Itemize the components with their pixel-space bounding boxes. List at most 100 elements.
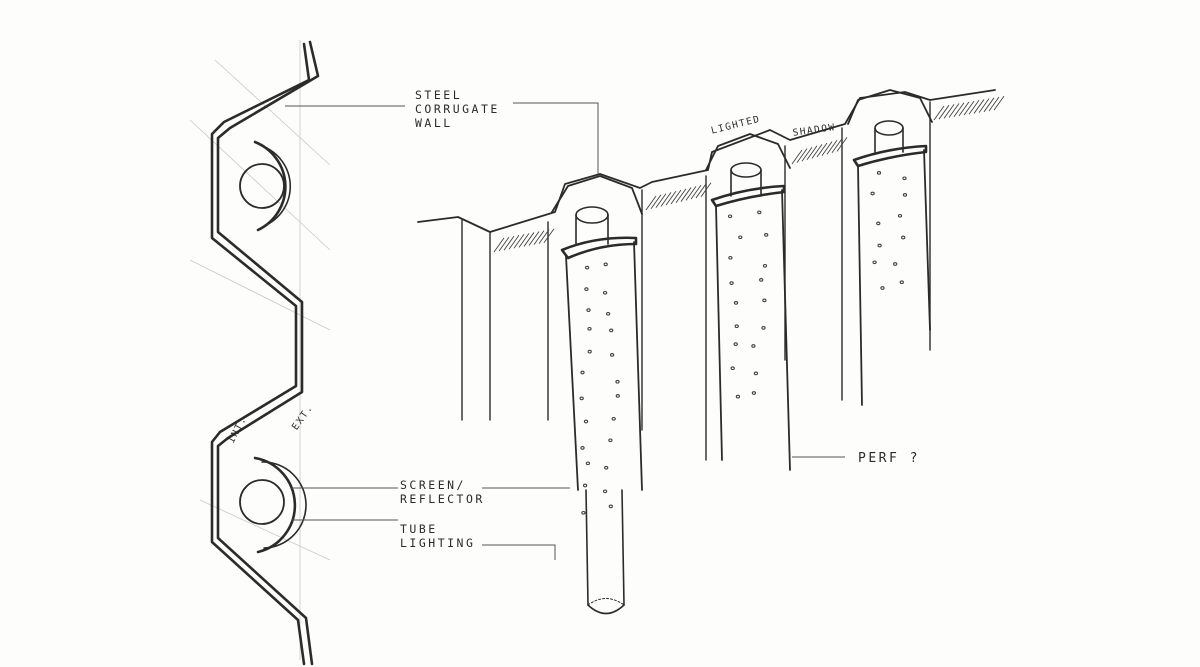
hatch-stroke	[680, 187, 692, 202]
hatch-stroke	[988, 96, 1000, 112]
column-front	[551, 175, 643, 615]
hatch-stroke	[963, 100, 975, 116]
label-tube-line1: TUBE	[400, 522, 438, 536]
label-screen-line1: SCREEN/	[400, 478, 466, 492]
construction-guides	[189, 40, 331, 660]
hatch-stroke	[538, 229, 550, 244]
hatch-stroke	[791, 149, 803, 165]
hatch-stroke	[811, 144, 823, 159]
label-perf: PERF ?	[858, 451, 920, 466]
label-tube-line2: LIGHTING	[400, 536, 476, 550]
hatch-stroke	[836, 137, 848, 152]
perforation-dot	[583, 419, 589, 424]
perforation-dot	[901, 235, 906, 240]
hatch-stroke	[831, 138, 843, 154]
hatch-stroke	[806, 145, 818, 161]
hatch-stroke	[695, 183, 707, 199]
perforation-dot	[893, 262, 898, 266]
hatch-stroke	[700, 182, 712, 197]
hatch-stroke	[685, 186, 697, 201]
hatch-stroke	[993, 95, 1005, 111]
label-screen-line2: REFLECTOR	[400, 492, 485, 506]
plan-tube-lower	[239, 456, 307, 554]
leader-lines	[285, 102, 845, 560]
hatch-stroke	[983, 97, 995, 113]
hatch-stroke	[821, 141, 833, 156]
hatch-stroke	[953, 102, 965, 117]
label-steel-line1: STEEL	[415, 88, 463, 102]
perforation-dot	[761, 326, 766, 330]
hatch-stroke	[498, 236, 510, 252]
perforation-dot	[728, 255, 733, 260]
perforation-dot	[753, 371, 759, 376]
hatch-stroke	[978, 98, 990, 113]
perforation-dot	[602, 489, 608, 494]
label-steel-corrugate-wall: STEEL CORRUGATE WALL	[415, 88, 500, 130]
perforation-dot	[902, 176, 907, 181]
perforations	[579, 171, 908, 515]
perforation-dot	[603, 262, 608, 267]
hatch-stroke	[528, 231, 540, 246]
perforation-dot	[751, 344, 756, 348]
hatch-stroke	[508, 234, 520, 250]
hatch-stroke	[518, 233, 530, 248]
perforation-dot	[587, 326, 592, 331]
hatch-stroke	[943, 104, 955, 119]
perforation-dot	[762, 298, 767, 303]
hatch-stroke	[675, 188, 687, 204]
perforation-dot	[586, 308, 591, 312]
perforation-dot	[584, 287, 589, 291]
hatch-stroke	[826, 139, 838, 155]
perforation-dot	[764, 233, 769, 237]
perforation-dot	[581, 510, 586, 515]
hatch-stroke	[533, 230, 545, 245]
shadow-hatching	[493, 95, 1005, 253]
hatch-stroke	[796, 148, 808, 163]
label-screen-reflector: SCREEN/ REFLECTOR	[400, 478, 485, 506]
hatch-stroke	[665, 190, 677, 206]
perforation-dot	[608, 504, 613, 509]
perforation-dot	[880, 286, 885, 290]
hatch-stroke	[933, 105, 945, 121]
hatch-stroke	[503, 235, 515, 251]
perforation-dot	[876, 221, 881, 226]
perforation-dot	[730, 366, 735, 371]
perforation-dot	[751, 391, 757, 395]
perforation-dot	[615, 379, 620, 384]
column-back	[847, 89, 933, 406]
hatch-stroke	[645, 195, 657, 211]
label-steel-line3: WALL	[415, 116, 453, 130]
perforation-dot	[585, 461, 591, 466]
perforation-dot	[727, 214, 733, 219]
perforation-dot	[602, 290, 608, 295]
perforation-dot	[582, 483, 588, 488]
hatch-stroke	[543, 228, 555, 244]
hatch-stroke	[690, 184, 702, 200]
hatch-stroke	[670, 189, 682, 205]
perforation-dot	[876, 171, 882, 175]
hatch-stroke	[968, 100, 980, 115]
perforation-dot	[870, 191, 875, 196]
perforation-dot	[608, 438, 613, 443]
perforation-dot	[604, 465, 609, 470]
hatch-stroke	[655, 193, 667, 208]
hatch-stroke	[958, 101, 970, 117]
hatch-stroke	[660, 192, 672, 207]
perforation-dot	[580, 446, 585, 450]
perforation-dot	[605, 311, 611, 316]
column-middle	[705, 133, 791, 471]
hatch-stroke	[523, 232, 535, 247]
perforation-dot	[729, 281, 734, 285]
hatch-stroke	[816, 142, 828, 158]
perforation-dot	[735, 394, 741, 399]
perforation-dot	[579, 396, 584, 401]
perforation-dot	[734, 324, 739, 329]
hatch-stroke	[513, 234, 525, 249]
perforation-dot	[615, 394, 620, 398]
label-tube-lighting: TUBE LIGHTING	[400, 522, 475, 550]
perspective-wall-top	[417, 89, 996, 461]
hatch-stroke	[650, 194, 662, 210]
label-steel-line2: CORRUGATE	[415, 102, 500, 116]
perforation-dot	[733, 342, 738, 346]
perforation-dot	[762, 263, 768, 268]
